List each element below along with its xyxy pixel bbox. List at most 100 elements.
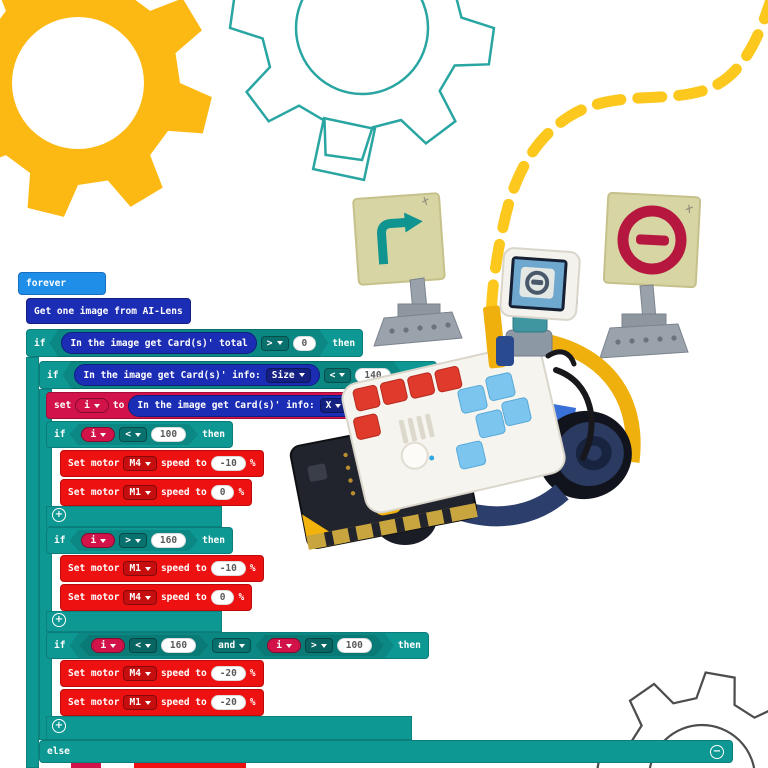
dropdown-arrow-icon xyxy=(135,433,141,437)
variable-dropdown[interactable]: i xyxy=(75,398,109,413)
number-input[interactable]: 100 xyxy=(337,638,372,653)
expand-plus-button[interactable]: + xyxy=(52,719,66,733)
number-input[interactable]: 140 xyxy=(355,368,390,383)
dropdown-arrow-icon xyxy=(277,341,283,345)
dropdown-arrow-icon xyxy=(239,644,245,648)
collapse-minus-button[interactable]: − xyxy=(710,744,724,759)
condition-hexagon: i > 160 xyxy=(69,530,198,551)
yellow-gear xyxy=(0,0,240,245)
port-label: M1 xyxy=(129,697,141,708)
info-field-dropdown[interactable]: X xyxy=(319,398,348,413)
teal-outline-gear xyxy=(213,0,511,177)
field-label: Size xyxy=(271,369,295,381)
then-keyword: then xyxy=(332,337,356,349)
if-block-5-header[interactable]: if i < 160 and i xyxy=(46,632,429,659)
if-block-1-arm xyxy=(26,357,39,768)
dropdown-arrow-icon xyxy=(335,403,342,408)
variable-dropdown[interactable]: i xyxy=(91,638,125,653)
set-motor-block[interactable]: Set motor M1 speed to -10 % xyxy=(60,555,264,582)
comparison-op-dropdown[interactable]: > xyxy=(261,336,289,351)
and-dropdown[interactable]: and xyxy=(212,638,251,653)
motor-label: Set motor xyxy=(68,563,120,574)
number-input[interactable]: 160 xyxy=(151,533,186,548)
op-label: < xyxy=(135,640,141,651)
variable-label: i xyxy=(84,400,90,411)
set-motor-block[interactable]: Set motor M1 speed to -20 % xyxy=(60,689,264,716)
variable-dropdown[interactable]: i xyxy=(267,638,301,653)
variable-dropdown[interactable]: i xyxy=(81,533,115,548)
port-label: M1 xyxy=(129,563,141,574)
comparison-op-dropdown[interactable]: > xyxy=(305,638,333,653)
set-motor-block[interactable]: Set motor M1 speed to 0 % xyxy=(60,479,253,506)
condition-hexagon: i < 160 xyxy=(79,635,208,656)
and-label: and xyxy=(218,640,236,651)
number-input[interactable]: -20 xyxy=(210,666,246,681)
else-bar[interactable]: else − xyxy=(39,740,733,763)
dashed-route-line xyxy=(485,0,768,360)
if-block-4-bottom: + xyxy=(46,611,222,632)
speed-to-label: speed to xyxy=(160,592,207,603)
then-keyword: then xyxy=(406,369,430,381)
variable-label: i xyxy=(276,640,282,651)
set-motor-block[interactable]: Set motor M4 speed to -10 % xyxy=(60,450,264,477)
number-input[interactable]: 100 xyxy=(151,427,186,442)
expand-plus-button[interactable]: + xyxy=(52,613,66,627)
condition-hexagon-outer: i < 160 and i > xyxy=(69,633,393,658)
card-info-reporter[interactable]: In the image get Card(s)' info: Size xyxy=(74,364,319,386)
then-keyword: then xyxy=(202,535,225,546)
if-keyword: if xyxy=(47,369,59,381)
number-input[interactable]: -10 xyxy=(210,456,246,471)
get-image-label: Get one image from AI-Lens xyxy=(34,305,183,317)
percent-label: % xyxy=(238,487,245,498)
number-input[interactable]: 0 xyxy=(210,590,235,605)
comparison-op-dropdown[interactable]: < xyxy=(119,427,147,442)
if-block-2-header[interactable]: if In the image get Card(s)' info: Size … xyxy=(39,361,438,389)
dropdown-arrow-icon xyxy=(339,373,345,377)
if-block-3-header[interactable]: if i < 100 then xyxy=(46,421,233,448)
comparison-op-dropdown[interactable]: < xyxy=(129,638,157,653)
condition-hexagon: i > 100 xyxy=(255,635,384,656)
number-input[interactable]: 0 xyxy=(210,485,235,500)
comparison-op-dropdown[interactable]: < xyxy=(324,368,352,383)
motor-label: Set motor xyxy=(68,458,120,469)
op-label: > xyxy=(266,337,273,349)
motor-port-dropdown[interactable]: M4 xyxy=(123,666,157,681)
to-keyword: to xyxy=(112,400,125,411)
comparison-op-dropdown[interactable]: > xyxy=(119,533,147,548)
expand-plus-button[interactable]: + xyxy=(52,508,66,522)
speed-to-label: speed to xyxy=(160,487,207,498)
dropdown-arrow-icon xyxy=(144,566,151,571)
motor-port-dropdown[interactable]: M4 xyxy=(123,590,157,605)
motor-port-dropdown[interactable]: M1 xyxy=(123,561,157,576)
number-input[interactable]: -20 xyxy=(210,695,246,710)
info-field-dropdown[interactable]: Size xyxy=(266,368,311,383)
port-label: M4 xyxy=(129,592,141,603)
motor-port-dropdown[interactable]: M1 xyxy=(123,695,157,710)
card-total-reporter[interactable]: In the image get Card(s)' total xyxy=(61,332,256,354)
card-info-reporter[interactable]: In the image get Card(s)' info: X xyxy=(128,394,357,417)
forever-block[interactable]: forever xyxy=(18,272,106,295)
speed-to-label: speed to xyxy=(160,697,207,708)
set-variable-block[interactable]: set i to In the image get Card(s)' info:… xyxy=(46,392,365,419)
port-label: M4 xyxy=(129,668,141,679)
motor-port-dropdown[interactable]: M1 xyxy=(123,485,157,500)
port-label: M4 xyxy=(129,458,141,469)
then-keyword: then xyxy=(202,429,225,440)
dropdown-arrow-icon xyxy=(145,644,151,648)
number-input[interactable]: 0 xyxy=(293,336,317,351)
set-motor-block[interactable]: Set motor M4 speed to 0 % xyxy=(60,584,253,611)
number-input[interactable]: 160 xyxy=(161,638,196,653)
gray-outline-gear xyxy=(579,655,768,768)
motor-port-dropdown[interactable]: M4 xyxy=(123,456,157,471)
dropdown-arrow-icon xyxy=(100,539,106,543)
number-input[interactable]: -10 xyxy=(210,561,246,576)
if-block-4-header[interactable]: if i > 160 then xyxy=(46,527,233,554)
percent-label: % xyxy=(238,592,245,603)
set-motor-block[interactable]: Set motor M4 speed to -20 % xyxy=(60,660,264,687)
get-image-block[interactable]: Get one image from AI-Lens xyxy=(26,298,191,324)
speed-to-label: speed to xyxy=(160,458,207,469)
reporter-label: In the image get Card(s)' total xyxy=(70,337,248,349)
if-block-1-header[interactable]: if In the image get Card(s)' total > 0 t… xyxy=(26,329,364,357)
variable-dropdown[interactable]: i xyxy=(81,427,115,442)
